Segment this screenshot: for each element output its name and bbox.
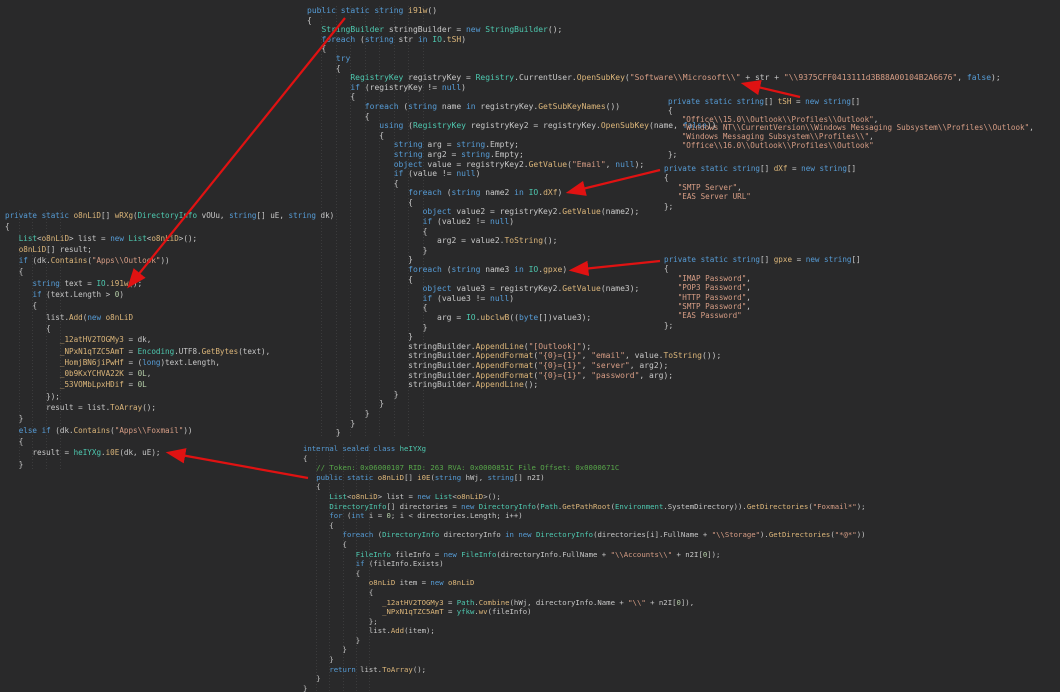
code-block-field-tsh: private static string[] tSH = new string… (668, 97, 1034, 159)
code-block-field-dxf: private static string[] dXf = new string… (664, 164, 857, 211)
code-block-method-i91w: public static string i91w(){ StringBuild… (307, 6, 1001, 438)
code-block-class-heiyxg: internal sealed class heIYXg{ // Token: … (303, 444, 866, 692)
code-block-method-wrxg: private static o8nLiD[] wRXg(DirectoryIn… (5, 210, 335, 470)
code-block-field-gpxe: private static string[] gpxe = new strin… (664, 255, 861, 330)
